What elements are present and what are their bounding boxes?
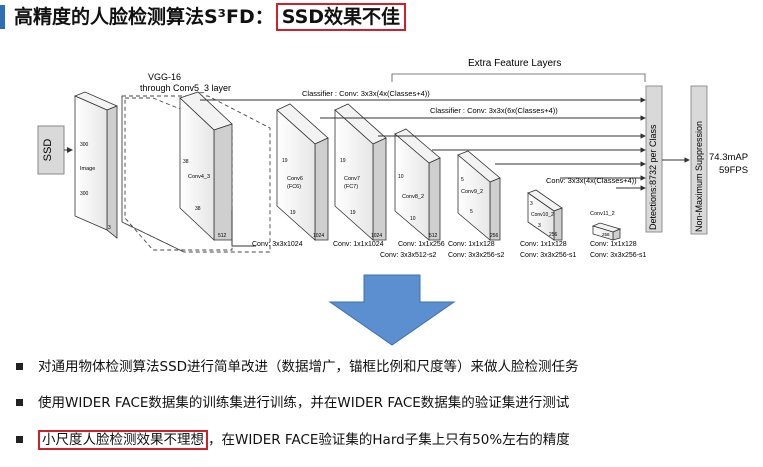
svg-text:19: 19	[340, 158, 346, 164]
svg-text:Conv11_2: Conv11_2	[590, 211, 615, 217]
svg-text:5: 5	[461, 177, 464, 183]
svg-text:Conv4_3: Conv4_3	[188, 174, 210, 180]
svg-text:Conv7: Conv7	[344, 176, 360, 182]
svg-text:3: 3	[530, 201, 533, 207]
title-accent-bar	[0, 5, 5, 29]
image-layer: 300 Image 300 3	[73, 91, 119, 239]
conv9-2-layer: 5 Conv9_2 5 256	[457, 150, 501, 241]
svg-text:38: 38	[183, 159, 189, 165]
svg-text:300: 300	[80, 142, 89, 148]
bullet-text: 使用WIDER FACE数据集的训练集进行训练，并在WIDER FACE数据集的…	[38, 395, 570, 411]
svg-text:Extra Feature Layers: Extra Feature Layers	[468, 58, 561, 69]
down-arrow	[328, 274, 456, 346]
svg-text:Conv: 3x3x256-s1: Conv: 3x3x256-s1	[520, 252, 577, 259]
conv10-2-layer: 3 Conv10_2 3 256	[527, 189, 563, 241]
bullet-marker	[16, 362, 23, 370]
classifier-label-3: Conv: 3x3x(4x(Classes+4))	[546, 176, 637, 185]
map-value: 74.3mAP	[709, 152, 748, 163]
bullet-marker	[16, 398, 23, 406]
svg-text:256: 256	[490, 233, 499, 239]
classifier-label-1: Classifier : Conv: 3x3x(4x(Classes+4))	[302, 89, 430, 98]
svg-text:5: 5	[470, 209, 473, 215]
fps-value: 59FPS	[719, 165, 748, 176]
bullet-text: 对通用物体检测算法SSD进行简单改进（数据增广，锚框比例和尺度等）来做人脸检测任…	[38, 359, 579, 375]
svg-text:1024: 1024	[313, 233, 324, 239]
vgg-region: VGG-16 through Conv5_3 layer	[121, 72, 271, 253]
svg-text:Conv: 1x1x256: Conv: 1x1x256	[398, 241, 445, 248]
conv8-2-layer: 10 Conv8_2 10 512	[394, 128, 441, 241]
bullet-marker	[16, 435, 23, 443]
vgg-label: VGG-16 through Conv5_3 layer	[140, 72, 231, 93]
svg-text:Image: Image	[80, 166, 95, 172]
title-text: 高精度的人脸检测算法S³FD：	[14, 6, 274, 28]
svg-text:512: 512	[429, 233, 438, 239]
svg-text:Conv: 3x3x512-s2: Conv: 3x3x512-s2	[380, 252, 437, 259]
svg-text:Conv10_2: Conv10_2	[531, 212, 554, 218]
svg-text:38: 38	[195, 206, 201, 212]
bullet-item: 小尺度人脸检测效果不理想，在WIDER FACE验证集的Hard子集上只有50%…	[14, 429, 570, 451]
svg-text:(FC7): (FC7)	[344, 184, 358, 190]
conv11-2-layer: Conv11_2 256	[590, 211, 622, 241]
svg-text:3: 3	[538, 223, 541, 229]
svg-text:10: 10	[398, 174, 404, 180]
ssd-label: SSD	[42, 139, 54, 162]
title-highlight: SSD效果不佳	[275, 3, 407, 31]
svg-text:Conv: 3x3x256-s1: Conv: 3x3x256-s1	[590, 252, 647, 259]
svg-text:Conv6: Conv6	[287, 176, 303, 182]
svg-text:19: 19	[350, 210, 356, 216]
svg-text:512: 512	[218, 233, 227, 239]
svg-text:Conv: 3x3x1024: Conv: 3x3x1024	[252, 241, 303, 248]
bullet-item: 对通用物体检测算法SSD进行简单改进（数据增广，锚框比例和尺度等）来做人脸检测任…	[14, 356, 579, 378]
svg-text:300: 300	[80, 191, 89, 197]
svg-text:Detections:8732 per Class: Detections:8732 per Class	[648, 124, 658, 230]
bullet-text: ，在WIDER FACE验证集的Hard子集上只有50%左右的精度	[208, 432, 570, 448]
extra-layers-bracket: Extra Feature Layers	[391, 58, 646, 82]
svg-text:3: 3	[108, 225, 111, 231]
svg-text:Non-Maximum Suppression: Non-Maximum Suppression	[694, 121, 704, 232]
conv6-layer: 19 Conv6 (FC6) 19 1024	[276, 103, 329, 241]
svg-text:Conv: 1x1x128: Conv: 1x1x128	[590, 241, 637, 248]
bullet-item: 使用WIDER FACE数据集的训练集进行训练，并在WIDER FACE数据集的…	[14, 392, 569, 414]
svg-text:Conv: 1x1x128: Conv: 1x1x128	[448, 241, 495, 248]
svg-text:19: 19	[290, 210, 296, 216]
svg-text:256: 256	[602, 232, 610, 237]
nms-box: Non-Maximum Suppression	[690, 85, 708, 235]
bullet-highlight: 小尺度人脸检测效果不理想	[38, 430, 208, 450]
conv4-3-layer: 38 Conv4_3 38 512	[179, 91, 233, 241]
svg-text:1024: 1024	[371, 233, 382, 239]
svg-text:19: 19	[282, 158, 288, 164]
conv7-layer: 19 Conv7 (FC7) 19 1024	[334, 103, 387, 241]
page-title: 高精度的人脸检测算法S³FD：SSD效果不佳	[14, 3, 407, 31]
detections-box: Detections:8732 per Class	[645, 85, 663, 233]
ssd-input-box: SSD	[37, 125, 65, 175]
svg-text:Conv: 1x1x128: Conv: 1x1x128	[520, 241, 567, 248]
svg-text:Conv: 1x1x1024: Conv: 1x1x1024	[333, 241, 384, 248]
svg-text:(FC6): (FC6)	[287, 184, 301, 190]
ssd-architecture-diagram: SSD 300 Image 300 3 VGG-16 through Conv5…	[37, 58, 748, 346]
conv-op-labels: Conv: 3x3x1024 Conv: 1x1x1024 Conv: 1x1x…	[252, 241, 647, 259]
svg-text:Conv8_2: Conv8_2	[402, 194, 424, 200]
classifier-arrows	[200, 97, 646, 247]
svg-text:256: 256	[549, 232, 558, 238]
svg-text:Conv9_2: Conv9_2	[461, 189, 483, 195]
svg-text:10: 10	[410, 216, 416, 222]
svg-text:Conv: 3x3x256-s2: Conv: 3x3x256-s2	[448, 252, 505, 259]
classifier-label-2: Classifier : Conv: 3x3x(6x(Classes+4))	[430, 106, 558, 115]
